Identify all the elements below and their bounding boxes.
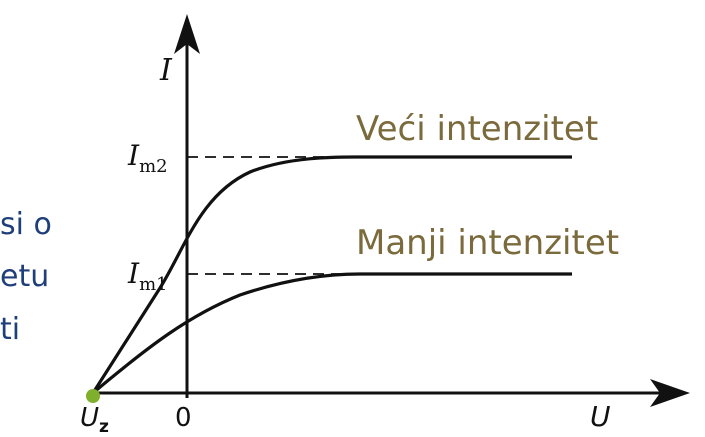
lower-curve-label: Manji intenzitet (356, 223, 620, 263)
origin-label: 0 (175, 403, 192, 433)
lower-level-subscript: m1 (139, 274, 168, 295)
stopping-voltage-symbol: U (80, 403, 99, 433)
y-axis-label: I (159, 53, 173, 88)
side-text-line-3: ti (0, 312, 21, 347)
upper-curve-label: Veći intenzitet (356, 109, 599, 149)
upper-level-subscript: m2 (139, 156, 168, 177)
stopping-voltage-marker (86, 389, 100, 403)
x-axis-label: U (590, 400, 611, 433)
y-axis-arrow (174, 14, 200, 54)
upper-level-label: Im2 (127, 139, 168, 177)
lower-intensity-curve (91, 272, 572, 395)
side-text-line-2: etu (0, 259, 50, 294)
stopping-voltage-label: Uz (80, 403, 109, 437)
side-text-line-1: si o (0, 207, 52, 242)
lower-level-label: Im1 (127, 257, 168, 295)
lower-level-symbol: I (127, 257, 140, 290)
upper-intensity-curve (91, 155, 572, 394)
x-axis-arrow (650, 379, 690, 407)
stopping-voltage-subscript: z (99, 417, 109, 437)
upper-level-symbol: I (127, 139, 140, 172)
